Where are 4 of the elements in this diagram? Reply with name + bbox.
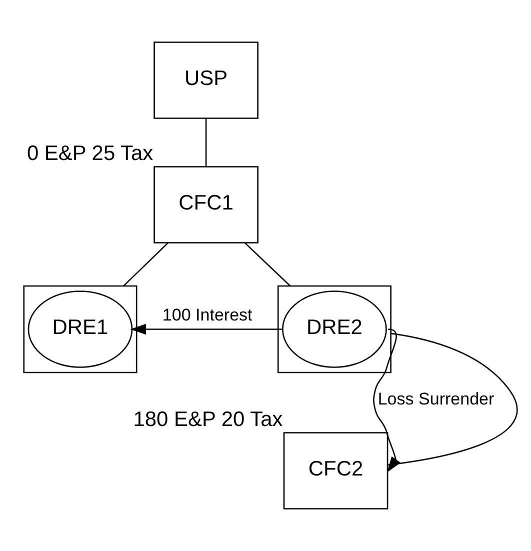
node-label: 0 E&P 25 Tax: [26, 142, 154, 165]
edge-label: 100 Interest: [162, 306, 252, 325]
node-label: 180 E&P 20 Tax: [133, 408, 283, 431]
edge-label: Loss Surrender: [378, 389, 494, 408]
